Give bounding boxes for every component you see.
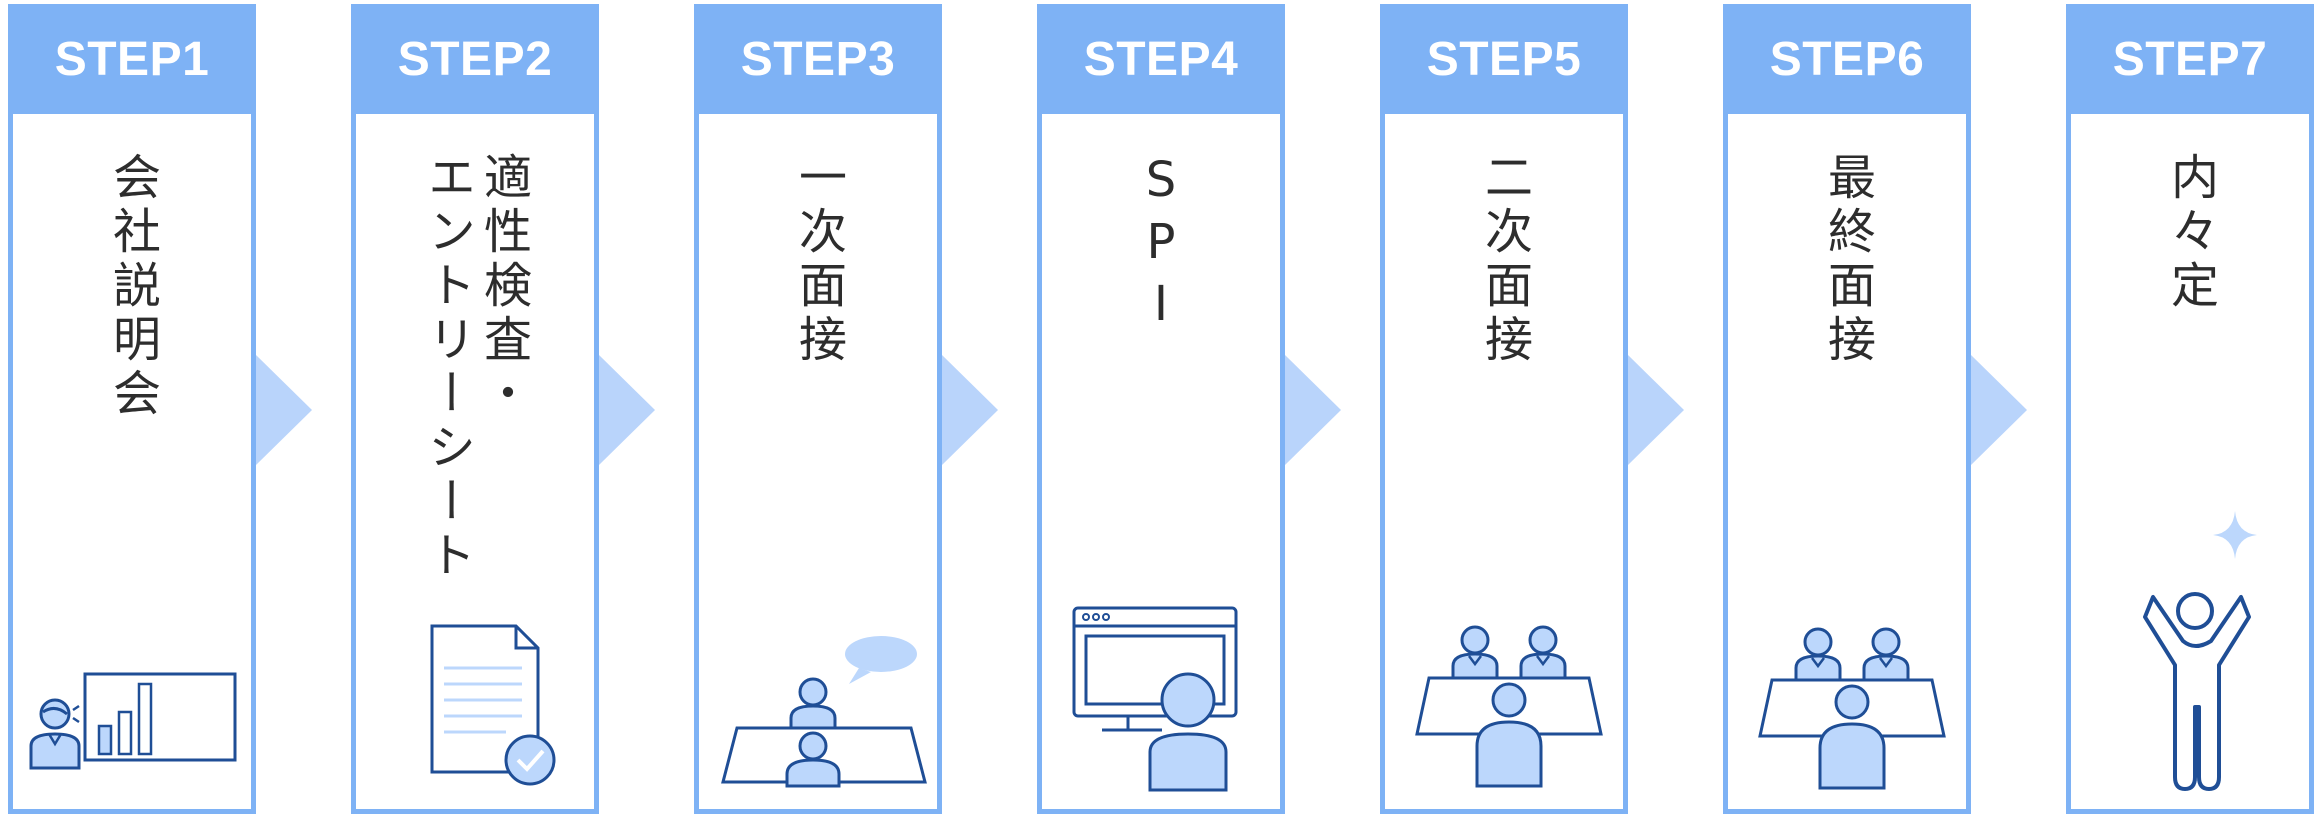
step-5: STEP5 二次面接 (1380, 4, 1628, 814)
step-5-label: STEP5 (1380, 4, 1628, 114)
step-1-label: STEP1 (8, 4, 256, 114)
step-7-body: 内々定 (2066, 114, 2314, 814)
step-2: STEP2 適性検査・ エントリーシート (351, 4, 599, 814)
step-4-body: SPI (1037, 114, 1285, 814)
computer-test-icon (1072, 606, 1238, 792)
arrow-4-icon (1285, 355, 1341, 465)
step-3-label: STEP3 (694, 4, 942, 114)
step-4: STEP4 SPI (1037, 4, 1285, 814)
step-6: STEP6 最終面接 (1723, 4, 1971, 814)
arrow-2-icon (599, 355, 655, 465)
arrow-5-icon (1628, 355, 1684, 465)
step-1: STEP1 会社説明会 (8, 4, 256, 814)
step-6-text: 最終面接 (1819, 152, 1875, 368)
step-5-body: 二次面接 (1380, 114, 1628, 814)
step-6-label: STEP6 (1723, 4, 1971, 114)
arrow-6-icon (1971, 355, 2027, 465)
step-4-text: SPI (1133, 152, 1189, 338)
celebration-person-icon (2143, 511, 2257, 791)
step-3: STEP3 一次面接 (694, 4, 942, 814)
arrow-3-icon (942, 355, 998, 465)
two-interviewer-icon (1415, 625, 1603, 788)
step-7-text: 内々定 (2162, 152, 2218, 314)
arrow-1-icon (256, 355, 312, 465)
step-2-text: 適性検査・ エントリーシート (419, 152, 531, 584)
presentation-icon (29, 672, 237, 770)
step-7-label: STEP7 (2066, 4, 2314, 114)
step-1-body: 会社説明会 (8, 114, 256, 814)
step-2-body: 適性検査・ エントリーシート (351, 114, 599, 814)
step-4-label: STEP4 (1037, 4, 1285, 114)
step-6-body: 最終面接 (1723, 114, 1971, 814)
step-1-text: 会社説明会 (104, 152, 160, 422)
document-check-icon (430, 624, 556, 786)
step-3-text: 一次面接 (790, 152, 846, 368)
step-2-label: STEP2 (351, 4, 599, 114)
step-7: STEP7 内々定 (2066, 4, 2314, 814)
step-5-text: 二次面接 (1476, 152, 1532, 368)
one-on-one-interview-icon (721, 636, 927, 788)
step-3-body: 一次面接 (694, 114, 942, 814)
final-interview-icon (1758, 627, 1946, 790)
